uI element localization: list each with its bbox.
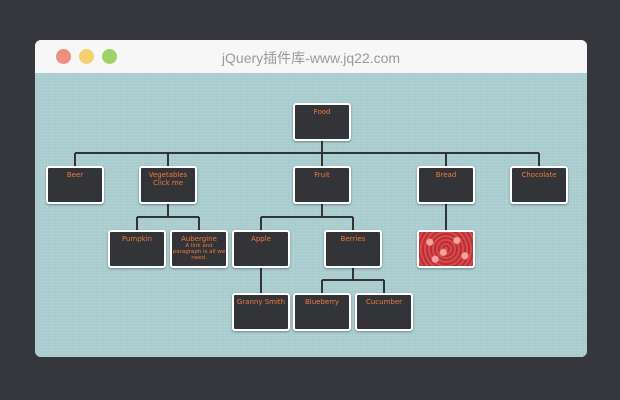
node-fruit-label: Fruit xyxy=(314,171,330,179)
title-bar: jQuery插件库-www.jq22.com xyxy=(35,40,587,73)
node-beer-label: Beer xyxy=(66,171,84,179)
node-raspberry-image[interactable] xyxy=(417,230,475,268)
node-cucumber-label: Cucumber xyxy=(365,298,403,306)
node-pumpkin[interactable]: Pumpkin xyxy=(108,230,166,268)
node-berries-label: Berries xyxy=(340,235,366,243)
node-vegetables-link[interactable]: Click me xyxy=(152,179,184,187)
close-dot[interactable] xyxy=(56,49,71,64)
node-chocolate-label: Chocolate xyxy=(521,171,557,179)
node-apple[interactable]: Apple xyxy=(232,230,290,268)
node-vegetables[interactable]: Vegetables Click me xyxy=(139,166,197,204)
browser-window: jQuery插件库-www.jq22.com xyxy=(35,40,587,357)
node-granny-smith-label: Granny Smith xyxy=(236,298,286,306)
minimize-dot[interactable] xyxy=(79,49,94,64)
node-fruit[interactable]: Fruit xyxy=(293,166,351,204)
node-granny-smith[interactable]: Granny Smith xyxy=(232,293,290,331)
node-food[interactable]: Food xyxy=(293,103,351,141)
node-apple-label: Apple xyxy=(251,235,271,243)
org-chart-area: Food Beer Vegetables Click me Fruit Brea… xyxy=(35,73,587,357)
node-beer[interactable]: Beer xyxy=(46,166,104,204)
maximize-dot[interactable] xyxy=(102,49,117,64)
node-berries[interactable]: Berries xyxy=(324,230,382,268)
window-title: jQuery插件库-www.jq22.com xyxy=(221,50,401,66)
node-blueberry-label: Blueberry xyxy=(304,298,339,306)
node-bread[interactable]: Bread xyxy=(417,166,475,204)
node-pumpkin-label: Pumpkin xyxy=(121,235,153,243)
node-aubergine-text: A link and paragraph is all we need. xyxy=(172,243,226,261)
node-aubergine[interactable]: Aubergine A link and paragraph is all we… xyxy=(170,230,228,268)
node-blueberry[interactable]: Blueberry xyxy=(293,293,351,331)
node-chocolate[interactable]: Chocolate xyxy=(510,166,568,204)
node-aubergine-label: Aubergine xyxy=(181,235,217,243)
connector-lines xyxy=(74,141,540,293)
node-vegetables-label: Vegetables xyxy=(148,171,188,179)
node-food-label: Food xyxy=(313,108,331,116)
node-bread-label: Bread xyxy=(435,171,457,179)
node-cucumber[interactable]: Cucumber xyxy=(355,293,413,331)
